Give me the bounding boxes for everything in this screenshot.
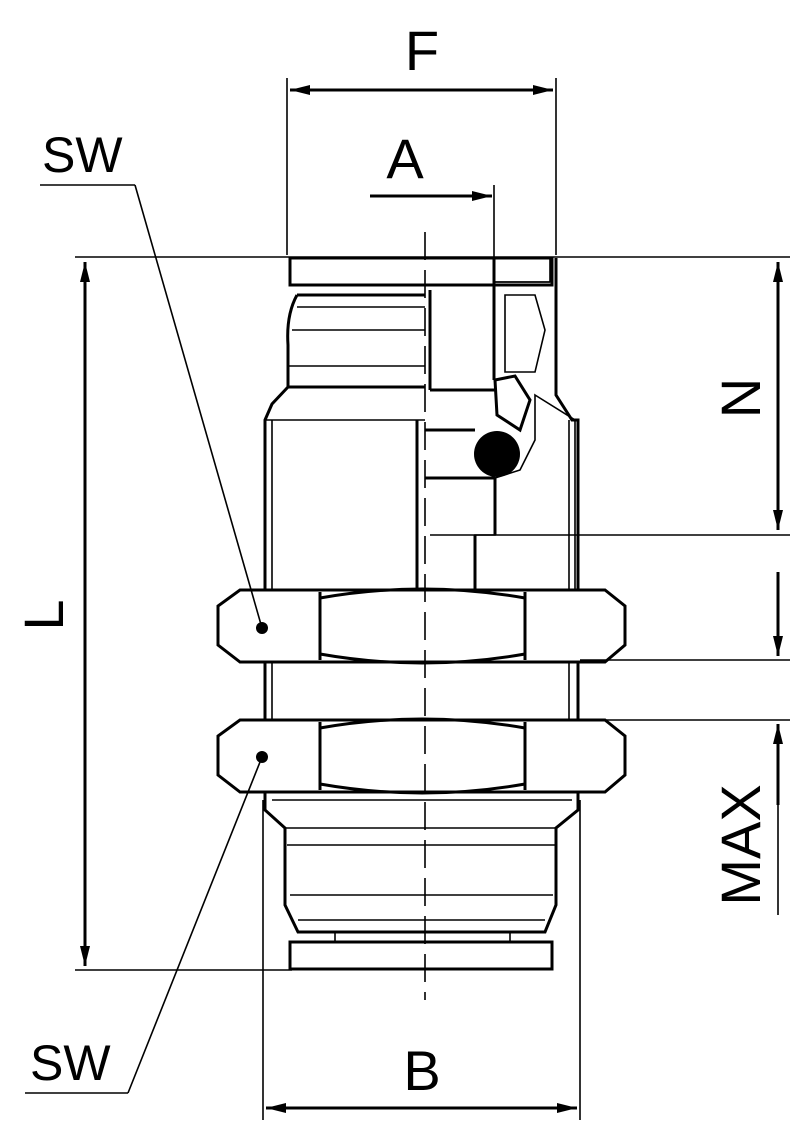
- label-sw-top: SW: [42, 127, 123, 183]
- label-sw-bottom: SW: [30, 1035, 111, 1091]
- label-n: N: [709, 378, 772, 418]
- dimension-a: A: [370, 127, 495, 258]
- dimension-b: B: [262, 800, 581, 1120]
- label-max: MAX: [709, 784, 772, 905]
- dimension-n: N: [430, 256, 790, 536]
- fitting-body: [216, 256, 627, 971]
- dimension-l: L: [12, 256, 548, 971]
- dimension-f: F: [286, 19, 557, 255]
- upper-nut: [216, 587, 627, 665]
- sw-bottom-callout: SW: [25, 751, 268, 1094]
- o-ring: [474, 431, 520, 477]
- sw-bottom-dot: [256, 751, 268, 763]
- label-b: B: [403, 1039, 440, 1102]
- label-a: A: [386, 127, 424, 190]
- label-l: L: [12, 599, 75, 630]
- label-f: F: [405, 19, 439, 82]
- sw-top-callout: SW: [40, 127, 268, 634]
- sw-top-dot: [256, 622, 268, 634]
- dimension-max: MAX: [580, 572, 790, 915]
- lower-nut: [216, 717, 627, 795]
